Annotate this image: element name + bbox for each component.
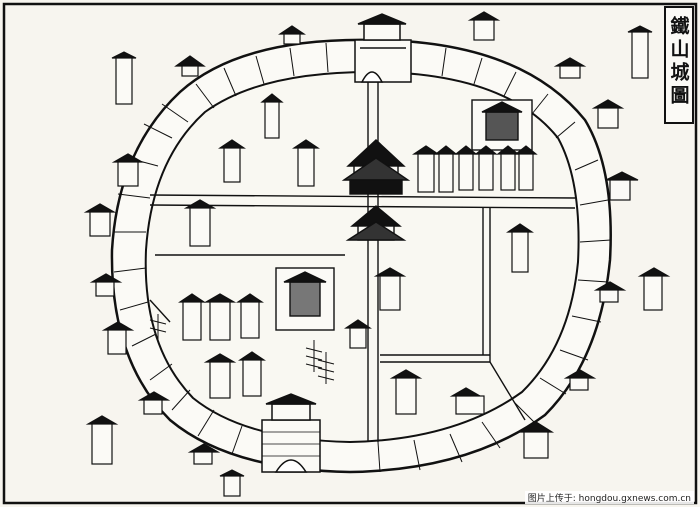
- central-pavilion: [341, 139, 411, 241]
- wall-tower-icon: [517, 421, 555, 459]
- wall-tower-icon: [89, 273, 123, 297]
- building-icon: [236, 293, 264, 339]
- south-gate-tower: [261, 393, 321, 473]
- building-icon: [344, 319, 372, 349]
- outer-markers: [85, 25, 671, 497]
- buildings: [178, 93, 538, 415]
- building-icon: [434, 145, 458, 193]
- yamen-compound: [275, 267, 335, 331]
- wall-tower-icon: [187, 443, 221, 465]
- wall-tower-icon: [605, 171, 639, 201]
- map-title: 鐵山城圖: [667, 16, 690, 108]
- building-icon: [474, 145, 498, 191]
- tree-icon: [305, 340, 323, 372]
- building-icon: [389, 369, 423, 415]
- trees: [149, 314, 335, 384]
- building-icon: [412, 145, 440, 193]
- building-icon: [111, 51, 137, 105]
- building-icon: [514, 145, 538, 191]
- building-icon: [203, 293, 237, 341]
- wall-tower-icon: [101, 321, 135, 355]
- wall-tower-icon: [591, 99, 625, 129]
- city-wall: [110, 38, 612, 474]
- building-icon: [260, 93, 284, 139]
- wall-tower-icon: [111, 153, 145, 187]
- building-icon: [496, 145, 520, 191]
- wall-tower-icon: [174, 55, 206, 77]
- building-icon: [203, 353, 237, 399]
- building-icon: [85, 415, 119, 465]
- wall-tower-icon: [563, 369, 597, 391]
- tree-icon: [149, 314, 167, 342]
- building-icon: [454, 145, 478, 191]
- wall-towers: [83, 11, 639, 465]
- official-compound: [471, 99, 533, 151]
- wall-tower-icon: [467, 11, 501, 41]
- watermark-text: 图片上传于: hongdou.gxnews.com.cn: [524, 491, 694, 504]
- tree-icon: [317, 352, 335, 384]
- map-title-box: 鐵山城圖: [664, 6, 694, 124]
- wall-tower-icon: [553, 57, 587, 79]
- building-icon: [506, 223, 534, 273]
- building-icon: [292, 139, 320, 187]
- north-gate-tower: [354, 13, 412, 83]
- building-icon: [178, 293, 206, 341]
- building-icon: [183, 199, 217, 247]
- building-icon: [637, 267, 671, 311]
- wall-tower-icon: [593, 281, 627, 303]
- wall-tower-icon: [278, 25, 306, 45]
- wall-tower-icon: [137, 391, 171, 415]
- streets: [149, 72, 576, 442]
- building-icon: [449, 387, 485, 415]
- building-icon: [218, 139, 246, 183]
- wall-tower-icon: [83, 203, 117, 237]
- building-icon: [219, 469, 245, 497]
- building-icon: [627, 25, 653, 79]
- building-icon: [238, 351, 266, 397]
- building-icon: [373, 267, 407, 311]
